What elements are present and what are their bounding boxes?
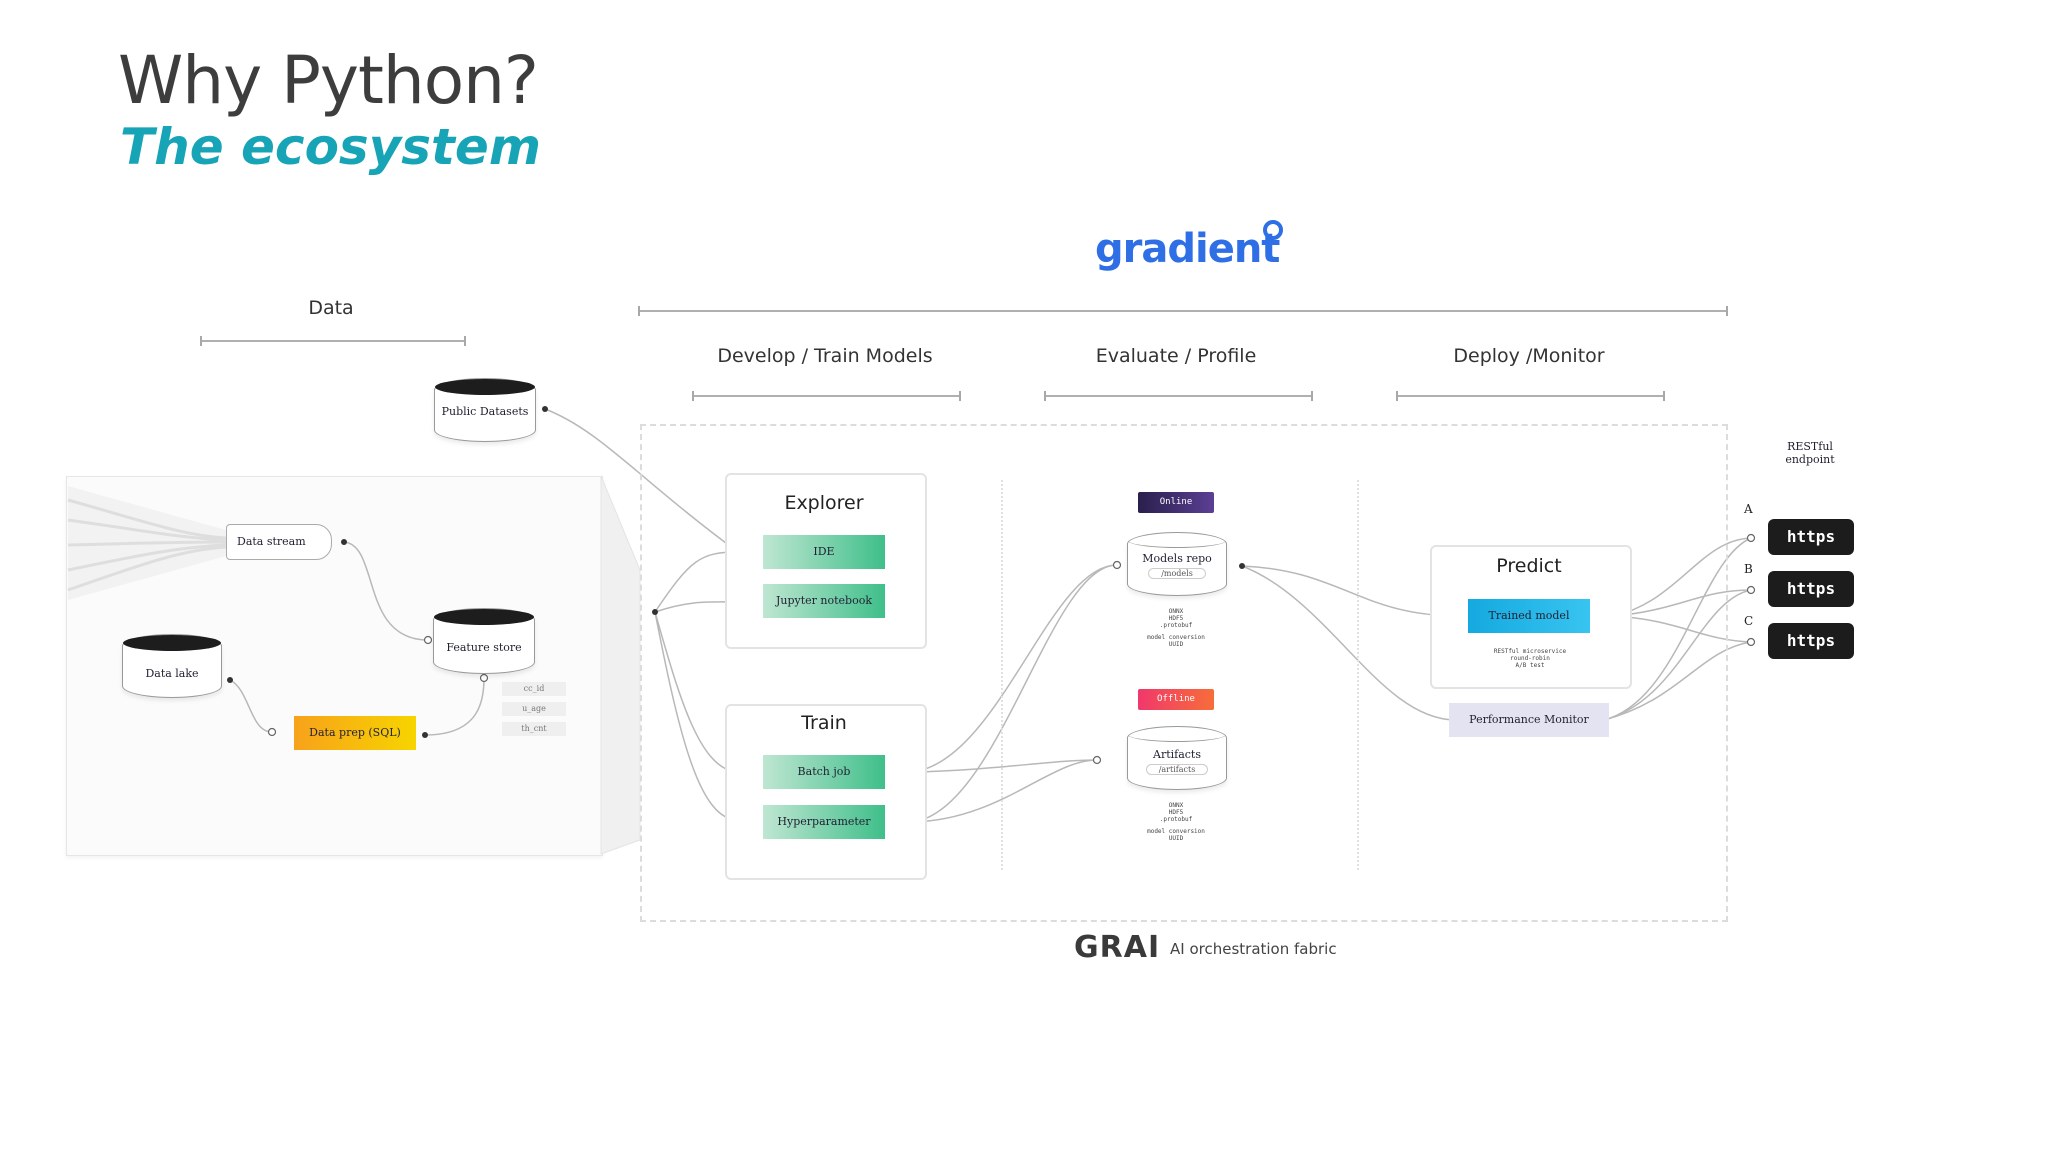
jupyter-node: Jupyter notebook	[763, 584, 885, 618]
section-label-data: Data	[308, 297, 354, 319]
train-title: Train	[801, 712, 847, 734]
artifacts-label: Artifacts	[1153, 748, 1201, 761]
deploy-bracket	[1396, 391, 1665, 401]
data-lake-label: Data lake	[145, 667, 199, 680]
grai-logo: GRAI	[1074, 930, 1161, 965]
evaluate-bracket	[1044, 391, 1313, 401]
public-datasets-label: Public Datasets	[441, 405, 529, 418]
gradient-logo: gradient	[1095, 226, 1280, 272]
models-repo-label: Models repo	[1142, 552, 1212, 565]
batch-job-node: Batch job	[763, 755, 885, 789]
explorer-title: Explorer	[784, 492, 864, 514]
gradient-bracket	[638, 306, 1728, 316]
section-label-develop: Develop / Train Models	[717, 345, 933, 367]
data-lake-cylinder: Data lake	[122, 634, 222, 698]
models-repo-cylinder: Models repo /models	[1127, 532, 1227, 596]
grai-tagline: AI orchestration fabric	[1170, 940, 1337, 958]
feature-field: u_age	[502, 702, 566, 716]
https-endpoint-c[interactable]: https	[1768, 623, 1854, 659]
endpoint-letter: A	[1744, 502, 1753, 516]
data-panel-funnel	[600, 475, 641, 855]
slide-subtitle: The ecosystem	[120, 118, 541, 176]
performance-monitor-node: Performance Monitor	[1449, 703, 1609, 737]
gradient-platform-box	[640, 424, 1728, 922]
data-bracket	[200, 336, 466, 346]
public-datasets-cylinder: Public Datasets	[434, 378, 536, 442]
trained-model-node: Trained model	[1468, 599, 1590, 633]
develop-bracket	[692, 391, 961, 401]
endpoint-letter: C	[1744, 614, 1754, 628]
train-box	[725, 704, 927, 880]
stage-divider	[1357, 480, 1359, 870]
section-label-deploy: Deploy /Monitor	[1453, 345, 1605, 367]
artifacts-cylinder: Artifacts /artifacts	[1127, 726, 1227, 790]
models-path: /models	[1148, 568, 1206, 579]
stage-divider	[1001, 480, 1003, 870]
predict-title: Predict	[1496, 555, 1562, 577]
online-tag: Online	[1138, 492, 1214, 513]
feature-store-label: Feature store	[446, 641, 522, 654]
feature-store-cylinder: Feature store	[433, 608, 535, 674]
restful-endpoint-label: RESTful endpoint	[1785, 440, 1835, 466]
https-endpoint-b[interactable]: https	[1768, 571, 1854, 607]
endpoint-letter: B	[1744, 562, 1753, 576]
feature-field: th_cnt	[502, 722, 566, 736]
https-endpoint-a[interactable]: https	[1768, 519, 1854, 555]
slide-title: Why Python?	[118, 42, 539, 119]
ide-node: IDE	[763, 535, 885, 569]
section-label-evaluate: Evaluate / Profile	[1095, 345, 1257, 367]
feature-field: cc_id	[502, 682, 566, 696]
data-prep-node: Data prep (SQL)	[294, 716, 416, 750]
hyperparameter-node: Hyperparameter	[763, 805, 885, 839]
data-stream-label: Data stream	[237, 535, 306, 548]
data-stream-tube: Data stream	[226, 524, 332, 560]
gradient-logo-dot	[1263, 220, 1283, 240]
artifacts-path: /artifacts	[1146, 764, 1208, 775]
offline-tag: Offline	[1138, 689, 1214, 710]
